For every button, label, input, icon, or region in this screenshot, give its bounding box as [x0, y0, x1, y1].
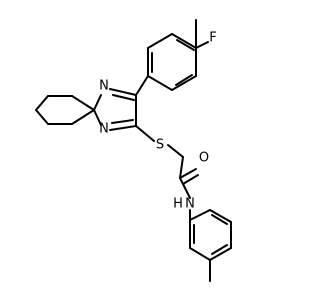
atom-amide-nitrogen: N	[185, 197, 195, 212]
atom-fluorine: F	[209, 31, 216, 46]
bond-double	[175, 74, 193, 86]
bond	[179, 177, 191, 199]
atom-sulfur: S	[156, 138, 164, 153]
bond	[147, 75, 173, 91]
bond	[189, 247, 211, 261]
atom-nitrogen-lower: N	[99, 122, 109, 137]
bond-double	[211, 244, 228, 255]
tolyl-ring	[189, 209, 232, 282]
bond	[109, 88, 137, 96]
molecule-structure: F N N S O N H	[35, 19, 232, 282]
bond	[93, 94, 102, 111]
bond	[171, 33, 197, 49]
bond	[167, 144, 184, 158]
bond-double	[182, 174, 199, 185]
bond	[209, 247, 232, 261]
bond	[179, 168, 197, 179]
bond	[171, 75, 197, 91]
atom-oxygen: O	[199, 151, 209, 166]
bond	[35, 109, 49, 125]
bond-double	[112, 94, 135, 101]
bond	[179, 156, 184, 179]
bond-double	[176, 39, 195, 51]
bond	[135, 125, 155, 142]
thioacetamide-chain	[135, 125, 199, 221]
bond	[109, 125, 137, 131]
bond	[35, 95, 49, 111]
bond-double	[211, 214, 228, 225]
bond	[71, 109, 95, 125]
bond	[147, 33, 173, 49]
diazaspiro-ring	[93, 75, 149, 131]
atom-amide-hydrogen: H	[173, 197, 183, 212]
cyclohexane-ring	[35, 95, 95, 125]
bond	[93, 109, 102, 126]
bond	[135, 75, 149, 96]
bond	[71, 95, 95, 111]
bond-double	[111, 119, 134, 124]
fluorophenyl-ring	[147, 19, 209, 91]
bond	[189, 209, 211, 221]
bond	[195, 41, 209, 49]
atom-nitrogen-upper: N	[99, 79, 109, 94]
bond	[209, 209, 232, 223]
